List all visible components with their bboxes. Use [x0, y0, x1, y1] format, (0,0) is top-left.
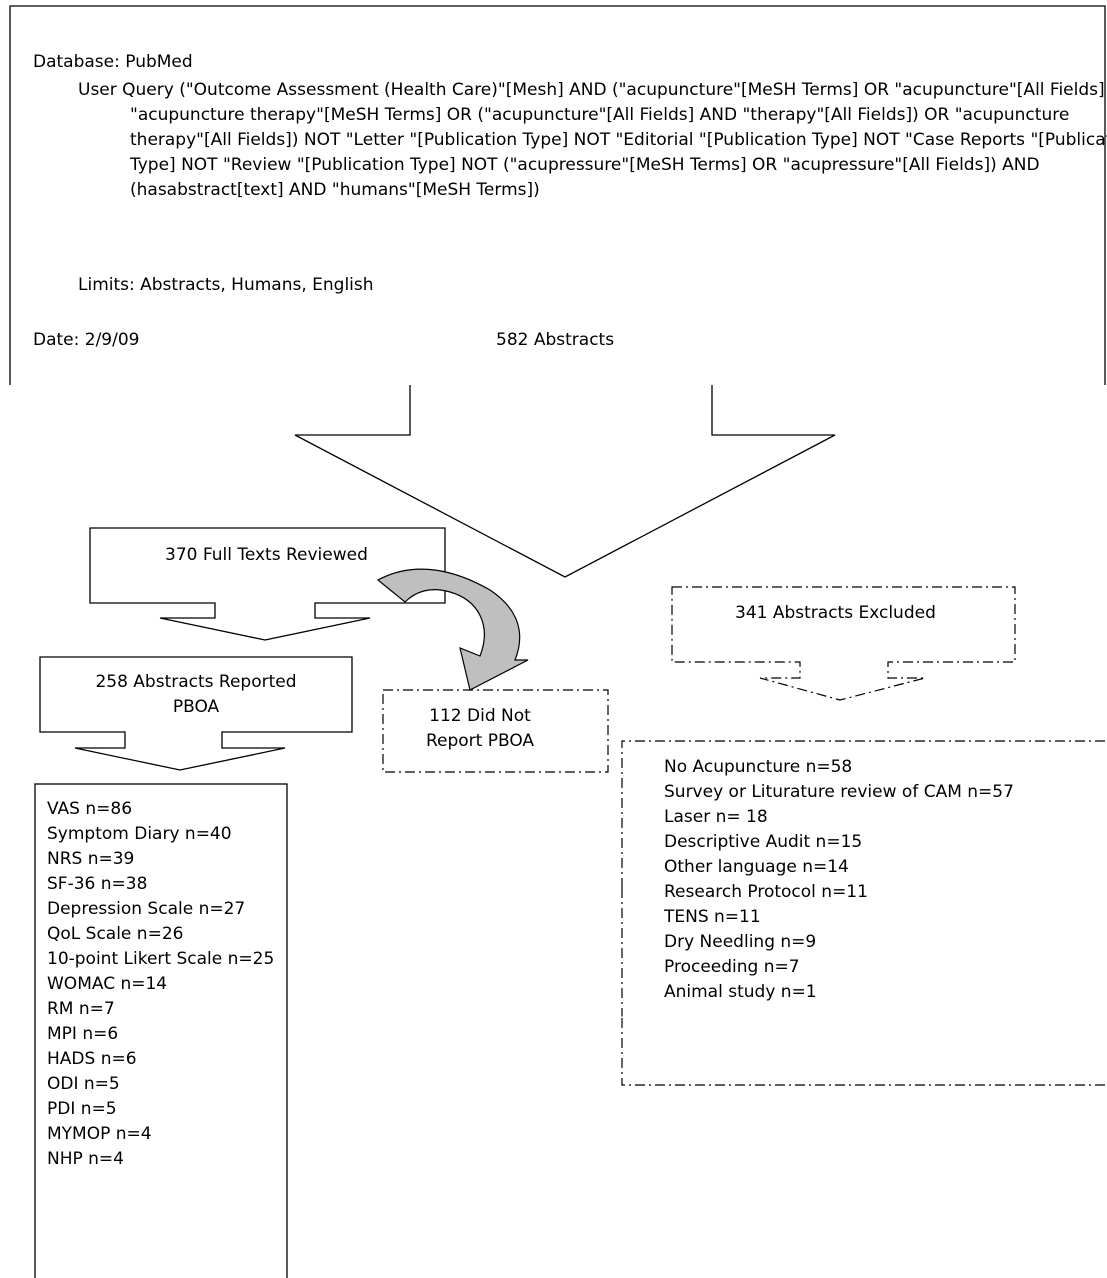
list-item: ODI n=5 [47, 1074, 120, 1094]
excluded-box-arrow [671, 586, 1016, 701]
reported-label: 258 Abstracts Reported PBOA [95, 672, 297, 717]
list-item: MYMOP n=4 [47, 1124, 152, 1144]
list-item: VAS n=86 [47, 799, 133, 819]
list-item: WOMAC n=14 [47, 974, 168, 994]
list-item: No Acupuncture n=58 [664, 757, 853, 777]
list-item: PDI n=5 [47, 1099, 117, 1119]
list-item: RM n=7 [47, 999, 115, 1019]
list-item: 10-point Likert Scale n=25 [47, 949, 275, 969]
list-item: Animal study n=1 [664, 982, 817, 1002]
list-item: HADS n=6 [47, 1049, 137, 1069]
not-reported-box [382, 689, 609, 773]
list-item: NRS n=39 [47, 849, 135, 869]
list-item: NHP n=4 [47, 1149, 124, 1169]
not-reported-label: 112 Did Not Report PBOA [425, 706, 535, 751]
limits-label: Limits: Abstracts, Humans, English [78, 275, 374, 295]
list-item: Other language n=14 [664, 857, 849, 877]
list-item: MPI n=6 [47, 1024, 119, 1044]
database-label: Database: PubMed [33, 52, 193, 72]
main-down-arrow [294, 385, 836, 578]
list-item: QoL Scale n=26 [47, 924, 184, 944]
curved-arrow [376, 568, 529, 691]
list-item: Survey or Liturature review of CAM n=57 [664, 782, 1014, 802]
date-label: Date: 2/9/09 [33, 330, 140, 350]
list-item: Dry Needling n=9 [664, 932, 817, 952]
list-item: Laser n= 18 [664, 807, 768, 827]
list-item: TENS n=11 [664, 907, 761, 927]
exclusion-reasons-list: No Acupuncture n=58 Survey or Liturature… [664, 755, 1014, 1005]
user-query: User Query ("Outcome Assessment (Health … [78, 80, 1107, 200]
list-item: Research Protocol n=11 [664, 882, 868, 902]
reported-box-arrow [39, 656, 353, 771]
list-item: Proceeding n=7 [664, 957, 800, 977]
list-item: Symptom Diary n=40 [47, 824, 232, 844]
full-texts-label: 370 Full Texts Reviewed [165, 545, 368, 565]
excluded-label: 341 Abstracts Excluded [735, 603, 936, 623]
search-box-frame [9, 5, 1106, 385]
list-item: SF-36 n=38 [47, 874, 148, 894]
measures-box [34, 783, 288, 1278]
list-item: Depression Scale n=27 [47, 899, 246, 919]
measures-list: VAS n=86 Symptom Diary n=40 NRS n=39 SF-… [47, 797, 277, 1172]
abstracts-count: 582 Abstracts [496, 330, 615, 350]
list-item: Descriptive Audit n=15 [664, 832, 863, 852]
exclusion-reasons-box [621, 740, 1105, 1086]
